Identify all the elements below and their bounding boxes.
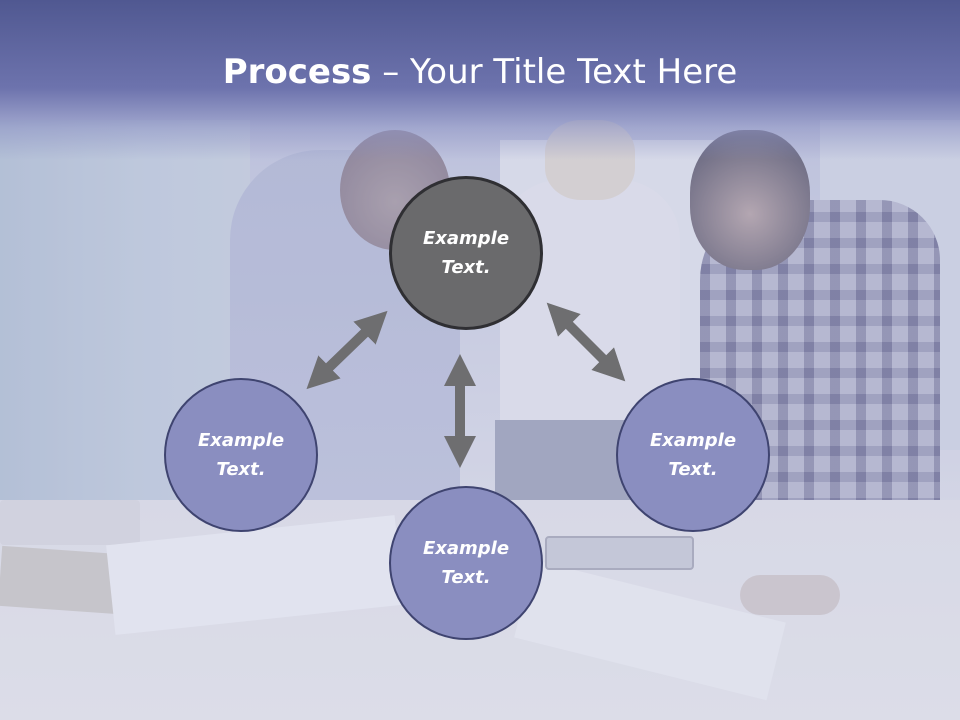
process-node-right[interactable]: Example Text. — [616, 378, 770, 532]
hand — [740, 575, 840, 615]
title-band — [0, 0, 960, 160]
process-node-top[interactable]: Example Text. — [389, 176, 543, 330]
tablet — [545, 536, 694, 570]
binder — [0, 500, 140, 545]
process-node-right-text: Example Text. — [649, 430, 737, 480]
process-node-left[interactable]: Example Text. — [164, 378, 318, 532]
slide-title[interactable]: Process – Your Title Text Here — [0, 52, 960, 92]
process-node-bottom-text: Example Text. — [422, 538, 510, 588]
title-bold-text: Process — [222, 52, 372, 92]
process-node-left-text: Example Text. — [197, 430, 285, 480]
process-node-bottom[interactable]: Example Text. — [389, 486, 543, 640]
process-node-top-text: Example Text. — [422, 228, 510, 278]
title-rest-text: – Your Title Text Here — [371, 52, 738, 92]
